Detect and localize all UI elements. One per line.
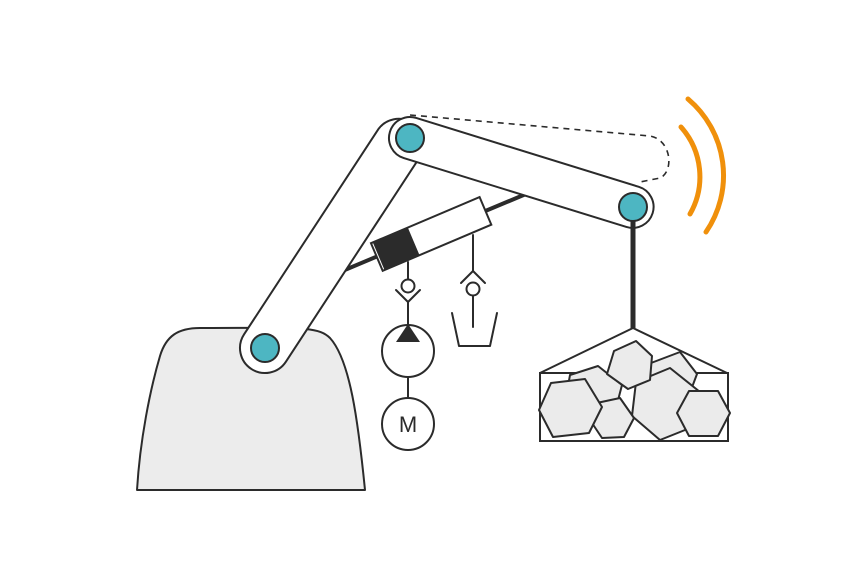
rock: [676, 390, 731, 437]
arm-extension-outline: [409, 114, 670, 183]
rocks: [538, 340, 731, 441]
base-joint: [250, 333, 280, 363]
elbow-joint: [395, 123, 425, 153]
upper-arm: [388, 116, 655, 229]
hydraulic-cylinder: [369, 195, 493, 273]
rock: [606, 340, 653, 390]
motor-label: M: [399, 412, 417, 437]
load-basket: [538, 327, 731, 442]
wireless-signal-icon: [678, 96, 726, 235]
hydraulic-circuit: M: [381, 261, 435, 451]
rock: [538, 378, 603, 438]
pump-icon: [381, 324, 435, 378]
check-valve-icon: [395, 278, 421, 303]
return-line: [451, 234, 498, 347]
crane-base: [136, 326, 366, 491]
tank-icon: [451, 312, 498, 347]
motor-icon: M: [381, 397, 435, 451]
tip-joint: [618, 192, 648, 222]
cylinder-block: [372, 227, 420, 271]
